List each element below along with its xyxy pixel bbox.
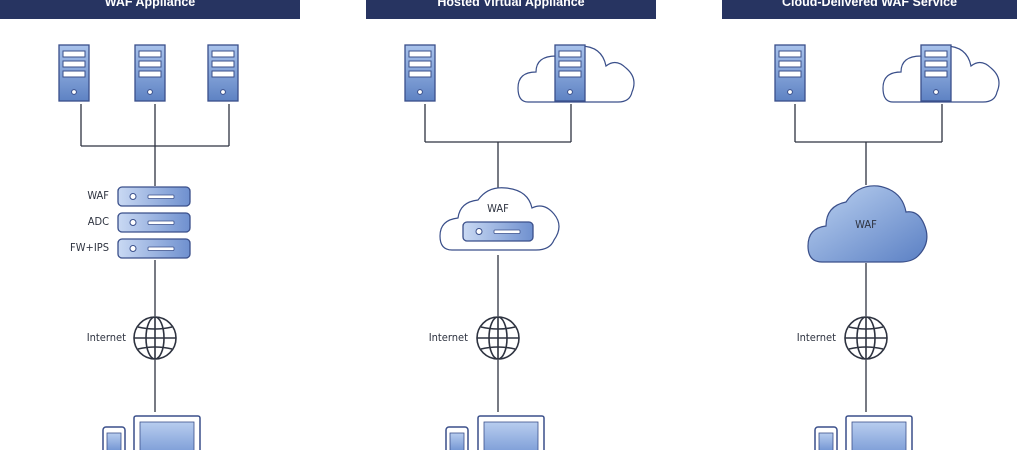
- server-icon: [404, 44, 436, 102]
- monitor-icon: [133, 415, 201, 450]
- monitor-icon: [845, 415, 913, 450]
- appliance-icon: [117, 212, 191, 233]
- connector-lines: [794, 104, 943, 412]
- stack-label-adc: ADC: [87, 215, 109, 228]
- globe-icon: [476, 316, 520, 360]
- client-devices: [814, 415, 913, 450]
- appliance-icon: [117, 186, 191, 207]
- header-title: WAF Appliance: [104, 0, 196, 9]
- server-icon: [134, 44, 166, 102]
- internet-label: Internet: [428, 331, 468, 344]
- header-hosted-virtual-appliance: Hosted Virtual Appliance: [366, 0, 656, 19]
- phone-icon: [102, 426, 126, 450]
- server-icon: [58, 44, 90, 102]
- appliance-icon: [462, 221, 534, 242]
- stack-label-fw-ips: FW+IPS: [70, 241, 109, 254]
- appliance-icon: [117, 238, 191, 259]
- appliance-stack: [117, 186, 191, 259]
- globe-icon: [133, 316, 177, 360]
- cloud-waf-label: WAF: [855, 218, 877, 231]
- column-waf-appliance: [58, 44, 239, 450]
- header-title: Cloud-Delivered WAF Service: [781, 0, 958, 9]
- client-devices: [445, 415, 545, 450]
- globe-icon: [844, 316, 888, 360]
- column-hosted-virtual-appliance: [404, 44, 635, 450]
- header-title: Hosted Virtual Appliance: [437, 0, 585, 9]
- server-icon: [774, 44, 806, 102]
- column-cloud-delivered-waf: [774, 44, 1000, 450]
- connector-lines: [424, 104, 572, 412]
- monitor-icon: [477, 415, 545, 450]
- cloud-icon: [807, 185, 928, 263]
- header-cloud-delivered-waf: Cloud-Delivered WAF Service: [722, 0, 1017, 19]
- client-devices: [102, 415, 201, 450]
- server-icon: [207, 44, 239, 102]
- server-icon: [920, 44, 952, 102]
- phone-icon: [445, 426, 469, 450]
- phone-icon: [814, 426, 838, 450]
- stack-label-waf: WAF: [87, 189, 109, 202]
- server-icon: [554, 44, 586, 102]
- internet-label: Internet: [86, 331, 126, 344]
- header-waf-appliance: WAF Appliance: [0, 0, 300, 19]
- internet-label: Internet: [796, 331, 836, 344]
- cloud-waf-label: WAF: [487, 202, 509, 215]
- connector-lines: [80, 104, 230, 412]
